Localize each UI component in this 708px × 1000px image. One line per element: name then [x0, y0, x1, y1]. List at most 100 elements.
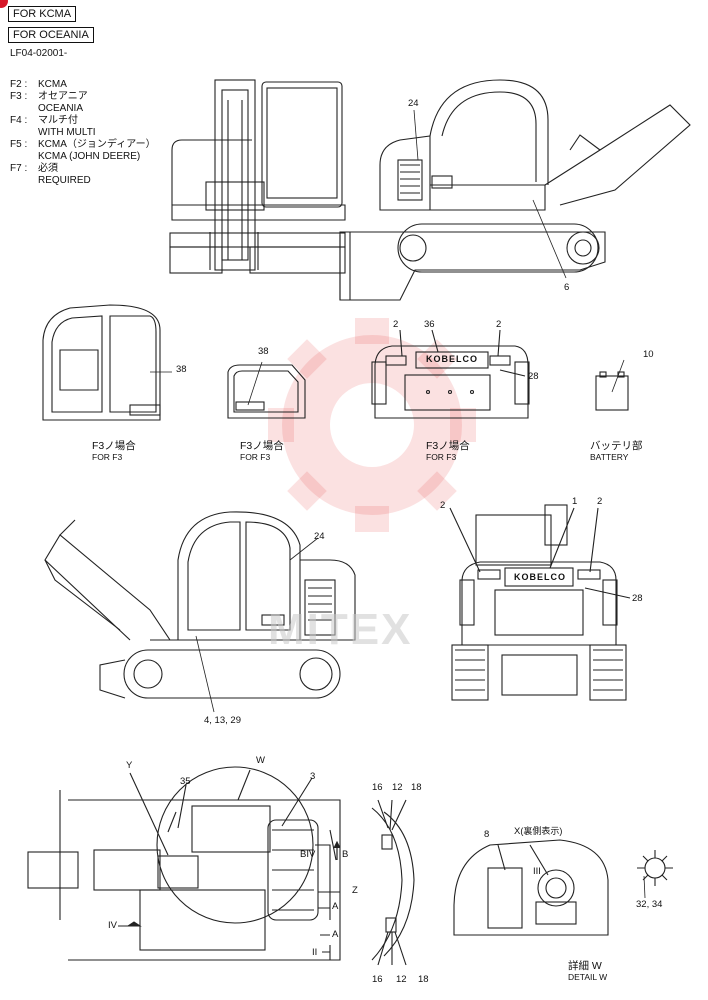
callout-24-left: 24 — [314, 531, 325, 542]
label-x-note: (裏側表示) — [520, 826, 563, 836]
callout-a-2: A — [332, 929, 339, 940]
watermark-text: MITEX — [268, 605, 413, 654]
callout-ii: II — [312, 947, 318, 958]
legend-f2: F2 : KCMA — [10, 79, 190, 91]
legend-code: F7 : — [10, 163, 28, 174]
callout-28-rear: 28 — [528, 371, 539, 382]
callout-b-iv: BIV — [300, 850, 315, 860]
caption-rear-jp: F3ノ場合 — [426, 440, 470, 452]
legend-text-en: REQUIRED — [38, 175, 91, 186]
brand-plate-rear-f3 — [415, 351, 489, 369]
callout-32-34: 32, 34 — [636, 899, 663, 910]
battery-view — [595, 359, 629, 411]
caption-rear: F3ノ場合 FOR F3 — [426, 440, 470, 462]
watermark-gear-hole — [330, 383, 414, 467]
drawing-code: LF04-02001- — [10, 48, 68, 59]
callout-2-rear-right: 2 — [496, 319, 502, 330]
callout-38-window: 38 — [258, 346, 269, 357]
callout-8: 8 — [484, 829, 490, 840]
legend-f7-en: REQUIRED — [10, 175, 190, 187]
legend-code: F5 : — [10, 139, 28, 150]
legend-f5-en: KCMA (JOHN DEERE) — [10, 151, 190, 163]
red-corner-marker — [0, 0, 8, 8]
legend-f4: F4 : マルチ付 — [10, 115, 190, 127]
caption-cab-jp: F3ノ場合 — [92, 440, 136, 452]
caption-cab-en: FOR F3 — [92, 452, 123, 462]
detail-w-view — [453, 839, 673, 936]
callout-6: 6 — [564, 282, 570, 293]
legend-text: KCMA（ジョンディアー） — [38, 139, 156, 150]
left-view-excavator — [44, 511, 356, 713]
callout-12-bottom: 12 — [396, 974, 407, 985]
caption-battery-jp: バッテリ部 — [590, 440, 643, 452]
legend-code: F3 : — [10, 91, 28, 102]
legend-text: オセアニア — [38, 91, 88, 102]
callout-28-large: 28 — [632, 593, 643, 604]
caption-battery: バッテリ部 BATTERY — [590, 440, 643, 462]
callout-18-bottom: 18 — [418, 974, 429, 985]
legend-code: F4 : — [10, 115, 28, 126]
callout-24-side: 24 — [408, 98, 419, 109]
callout-12-top: 12 — [392, 782, 403, 793]
legend-f3: F3 : オセアニア — [10, 91, 190, 103]
callout-16-top: 16 — [372, 782, 383, 793]
brand-plate-text-f3: KOBELCO — [426, 354, 478, 364]
callout-18-top: 18 — [411, 782, 422, 793]
label-b: B — [300, 849, 307, 860]
for-oceania-label: FOR OCEANIA — [8, 27, 94, 43]
caption-battery-en: BATTERY — [590, 452, 629, 462]
label-iv: IV — [306, 849, 316, 860]
callout-iii: III — [533, 866, 541, 877]
cab-view-f3 — [42, 304, 172, 421]
caption-detail-en: DETAIL W — [568, 972, 608, 982]
caption-window-en: FOR F3 — [240, 452, 271, 462]
legend-code: F2 : — [10, 79, 28, 90]
label-x: X — [514, 826, 521, 837]
callout-36: 36 — [424, 319, 435, 330]
model-decal-side — [431, 175, 453, 189]
brand-plate-rear-large — [504, 567, 574, 587]
brand-plate-text-large: KOBELCO — [514, 572, 566, 582]
rear-view-f3 — [371, 329, 530, 419]
legend-f5: F5 : KCMA（ジョンディアー） — [10, 139, 190, 151]
legend-text-en: KCMA (JOHN DEERE) — [38, 151, 141, 162]
callout-4-13-29: 4, 13, 29 — [204, 715, 241, 726]
callout-iv-left: IV — [108, 920, 117, 931]
callout-a-1: A — [332, 901, 339, 912]
legend-text: マルチ付 — [38, 115, 78, 126]
legend-f7: F7 : 必須 — [10, 163, 190, 175]
front-view-excavator — [169, 79, 346, 274]
model-decal-window — [235, 401, 265, 411]
callout-1: 1 — [572, 496, 578, 507]
caption-detail-jp: 詳細 W — [568, 960, 602, 972]
callout-38-cab: 38 — [176, 364, 187, 375]
top-plan-view — [27, 766, 341, 961]
legend-text: 必須 — [38, 163, 58, 174]
caption-cab: F3ノ場合 FOR F3 — [92, 440, 136, 462]
caption-window-jp: F3ノ場合 — [240, 440, 284, 452]
legend: F2 : KCMA F3 : オセアニア OCEANIA F4 : マルチ付 WITH… — [10, 79, 190, 187]
callout-16-bottom: 16 — [372, 974, 383, 985]
callout-35: 35 — [180, 776, 191, 787]
legend-f3-en: OCEANIA — [10, 103, 190, 115]
for-kcma-label: FOR KCMA — [8, 6, 77, 22]
legend-text-en: OCEANIA — [38, 103, 84, 114]
callout-2-large-left: 2 — [440, 500, 446, 511]
callout-10: 10 — [643, 349, 654, 360]
model-decal-left — [261, 614, 285, 626]
callout-b-arrow: B — [342, 849, 349, 860]
callout-x: X(裏側表示) — [514, 826, 562, 837]
callout-2-large-right: 2 — [597, 496, 603, 507]
legend-f4-en: WITH MULTI — [10, 127, 190, 139]
callout-3: 3 — [310, 771, 316, 782]
caption-detail-w: 詳細 W DETAIL W — [568, 960, 607, 982]
legend-text-en: WITH MULTI — [38, 127, 96, 138]
caption-window: F3ノ場合 FOR F3 — [240, 440, 284, 462]
caption-rear-en: FOR F3 — [426, 452, 457, 462]
callout-y: Y — [126, 760, 133, 771]
callout-w: W — [256, 755, 265, 766]
legend-text: KCMA — [38, 79, 67, 90]
window-view-f3 — [227, 361, 306, 419]
model-decal-cab — [129, 404, 161, 416]
